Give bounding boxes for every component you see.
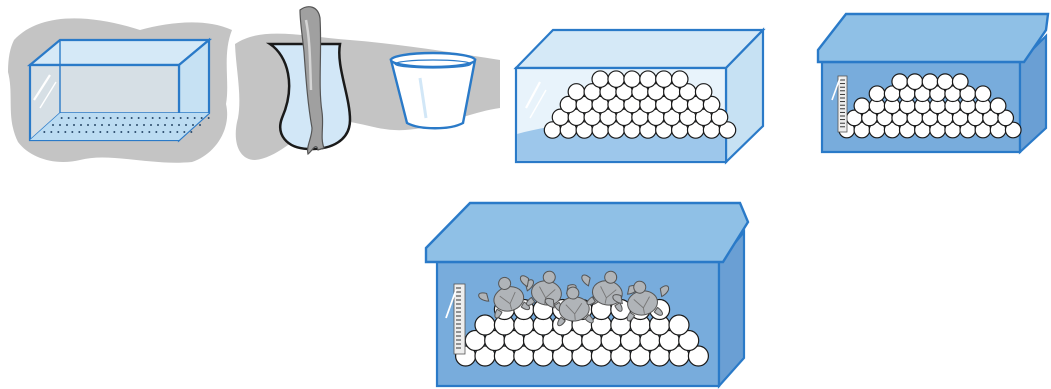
egg-icon — [892, 74, 908, 90]
egg-icon — [640, 71, 656, 87]
egg-icon — [975, 86, 991, 102]
thermometer-icon — [454, 284, 465, 354]
egg-icon — [937, 74, 953, 90]
step-dig-nest — [235, 7, 500, 160]
egg-icon — [475, 315, 495, 335]
egg-icon — [669, 315, 689, 335]
step-covered-box — [818, 14, 1048, 152]
egg-icon — [952, 74, 968, 90]
egg-icon — [608, 71, 624, 87]
egg-icon — [869, 86, 885, 102]
step-box-with-eggs — [516, 30, 763, 162]
glass-box-icon — [30, 40, 210, 140]
step-empty-box — [8, 18, 232, 162]
egg-icon — [695, 84, 711, 100]
thermometer-icon — [838, 76, 847, 132]
egg-icon — [592, 71, 608, 87]
egg-icon — [672, 71, 688, 87]
egg-icon — [922, 74, 938, 90]
egg-icon — [656, 71, 672, 87]
egg-icon — [624, 71, 640, 87]
egg-icon — [990, 98, 1006, 114]
egg-icon — [568, 84, 584, 100]
egg-icon — [854, 98, 870, 114]
egg-icon — [907, 74, 923, 90]
step-hatchlings — [426, 203, 748, 386]
